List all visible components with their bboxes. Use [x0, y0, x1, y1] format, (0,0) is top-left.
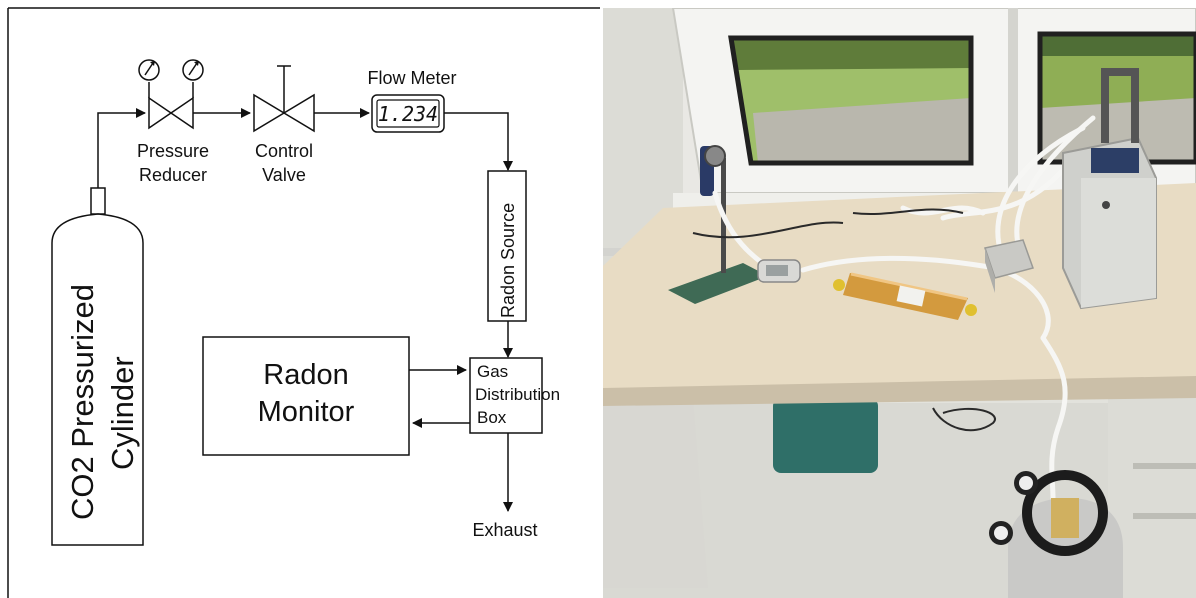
flow-meter-display [376, 99, 440, 128]
gas-distribution-box: Gas Distribution Box [469, 357, 560, 434]
radon-source: Radon Source [487, 170, 527, 322]
gas-box-label-line2: Distribution [475, 385, 560, 404]
pressure-gauge-icon [182, 59, 204, 81]
cylinder-neck [90, 187, 106, 215]
co2-cylinder: CO2 Pressurized Cylinder [51, 187, 144, 546]
window-pane-left [728, 35, 974, 166]
exhaust-label: Exhaust [472, 520, 537, 540]
drawer-line-1 [1133, 463, 1196, 469]
radon-monitor-label-line2: Monitor [258, 396, 355, 428]
cables [692, 208, 996, 432]
radon-monitor-box [202, 336, 410, 456]
reducer-valve-symbol [148, 96, 194, 130]
pipe-cylinder-to-reducer [97, 108, 146, 188]
gas-box-label-line3: Box [477, 408, 507, 427]
radon-source-label: Radon Source [498, 203, 518, 318]
setup-schematic: CO2 Pressurized Cylinder Pressure Reduce… [7, 7, 600, 598]
desk-edge [603, 376, 1196, 406]
pressure-gauge-icon [138, 59, 160, 81]
radon-source-box [487, 170, 527, 322]
valve-label-line1: Control [255, 141, 313, 161]
gas-box-label-line1: Gas [477, 362, 508, 381]
valve-label-line2: Valve [262, 165, 306, 185]
pipe-flowmeter-to-source [444, 112, 513, 171]
flow-meter: Flow Meter 1.234 [367, 68, 457, 133]
radon-source-tube [833, 272, 977, 320]
cylinder-label-line2: Cylinder [105, 356, 140, 470]
gas-distribution-box-photo [984, 239, 1034, 293]
radon-monitor-instrument [1062, 68, 1157, 310]
co2-cylinder-photo [989, 470, 1123, 598]
cylinder-label-line1: CO2 Pressurized [65, 284, 100, 520]
control-valve: Control Valve [253, 65, 315, 185]
radon-monitor-label-line1: Radon [263, 359, 348, 391]
flow-meter-device [757, 259, 801, 283]
reducer-label-line2: Reducer [139, 165, 207, 185]
cylinder-body [51, 213, 144, 546]
reducer-label-line1: Pressure [137, 141, 209, 161]
setup-photo [603, 8, 1196, 598]
desk-leg-left [603, 398, 708, 588]
radon-monitor: Radon Monitor [202, 336, 410, 456]
pressure-reducer: Pressure Reducer [137, 59, 209, 185]
drawer-line-2 [1133, 513, 1196, 519]
gas-box-rect [469, 357, 543, 434]
flow-meter-reading: 1.234 [378, 102, 438, 126]
trash-bin [773, 398, 878, 473]
flow-meter-label: Flow Meter [367, 68, 456, 88]
